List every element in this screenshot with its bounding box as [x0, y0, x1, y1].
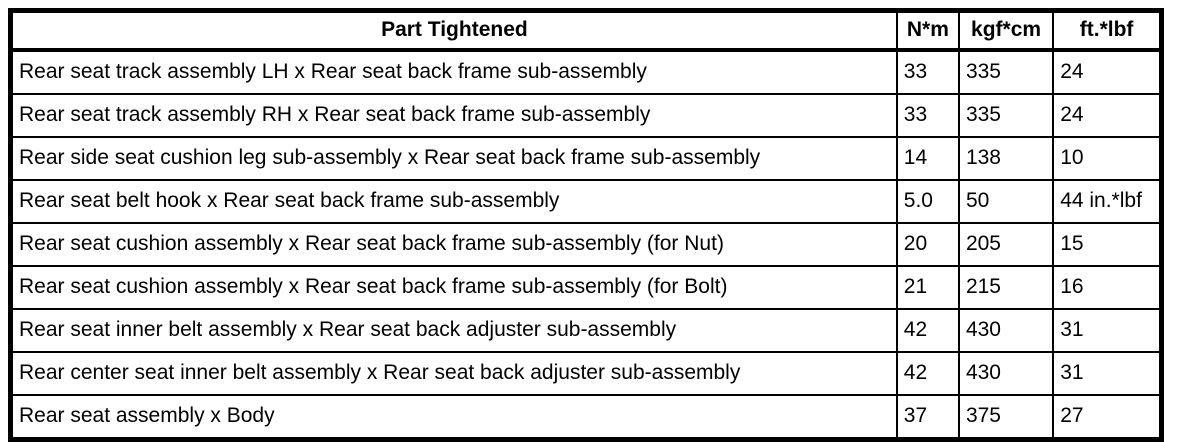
nm-cell: 5.0 — [895, 179, 960, 224]
part-cell: Rear seat track assembly RH x Rear seat … — [9, 93, 898, 138]
table-row: Rear seat assembly x Body 37 375 27 — [9, 394, 1163, 441]
nm-cell: 33 — [895, 93, 960, 138]
table-row: Rear center seat inner belt assembly x R… — [9, 351, 1163, 396]
header-nm: N*m — [895, 9, 960, 52]
kgfcm-cell: 430 — [957, 308, 1055, 353]
kgfcm-cell: 430 — [957, 351, 1055, 396]
ftlbf-cell: 15 — [1052, 222, 1163, 267]
header-ftlbf: ft.*lbf — [1052, 9, 1163, 52]
kgfcm-cell: 138 — [957, 136, 1055, 181]
part-cell: Rear seat belt hook x Rear seat back fra… — [9, 179, 898, 224]
ftlbf-cell: 27 — [1052, 394, 1163, 441]
header-kgfcm: kgf*cm — [957, 9, 1055, 52]
table-header-row: Part Tightened N*m kgf*cm ft.*lbf — [9, 9, 1163, 52]
part-cell: Rear seat track assembly LH x Rear seat … — [9, 49, 898, 95]
table-row: Rear seat belt hook x Rear seat back fra… — [9, 179, 1163, 224]
header-part-tightened: Part Tightened — [9, 9, 898, 52]
ftlbf-cell: 16 — [1052, 265, 1163, 310]
table-row: Rear seat inner belt assembly x Rear sea… — [9, 308, 1163, 353]
ftlbf-cell: 31 — [1052, 308, 1163, 353]
nm-cell: 37 — [895, 394, 960, 441]
kgfcm-cell: 335 — [957, 49, 1055, 95]
ftlbf-cell: 24 — [1052, 49, 1163, 95]
nm-cell: 21 — [895, 265, 960, 310]
nm-cell: 14 — [895, 136, 960, 181]
nm-cell: 42 — [895, 308, 960, 353]
part-cell: Rear seat assembly x Body — [9, 394, 898, 441]
nm-cell: 33 — [895, 49, 960, 95]
part-cell: Rear center seat inner belt assembly x R… — [9, 351, 898, 396]
kgfcm-cell: 215 — [957, 265, 1055, 310]
part-cell: Rear seat cushion assembly x Rear seat b… — [9, 265, 898, 310]
nm-cell: 20 — [895, 222, 960, 267]
kgfcm-cell: 335 — [957, 93, 1055, 138]
torque-spec-table: Part Tightened N*m kgf*cm ft.*lbf Rear s… — [8, 8, 1164, 442]
ftlbf-cell: 24 — [1052, 93, 1163, 138]
kgfcm-cell: 205 — [957, 222, 1055, 267]
table-row: Rear seat track assembly RH x Rear seat … — [9, 93, 1163, 138]
table-row: Rear side seat cushion leg sub-assembly … — [9, 136, 1163, 181]
table-row: Rear seat track assembly LH x Rear seat … — [9, 49, 1163, 95]
part-cell: Rear seat inner belt assembly x Rear sea… — [9, 308, 898, 353]
nm-cell: 42 — [895, 351, 960, 396]
table-row: Rear seat cushion assembly x Rear seat b… — [9, 222, 1163, 267]
ftlbf-cell: 10 — [1052, 136, 1163, 181]
table-row: Rear seat cushion assembly x Rear seat b… — [9, 265, 1163, 310]
ftlbf-cell: 44 in.*lbf — [1052, 179, 1163, 224]
part-cell: Rear side seat cushion leg sub-assembly … — [9, 136, 898, 181]
part-cell: Rear seat cushion assembly x Rear seat b… — [9, 222, 898, 267]
ftlbf-cell: 31 — [1052, 351, 1163, 396]
kgfcm-cell: 50 — [957, 179, 1055, 224]
kgfcm-cell: 375 — [957, 394, 1055, 441]
